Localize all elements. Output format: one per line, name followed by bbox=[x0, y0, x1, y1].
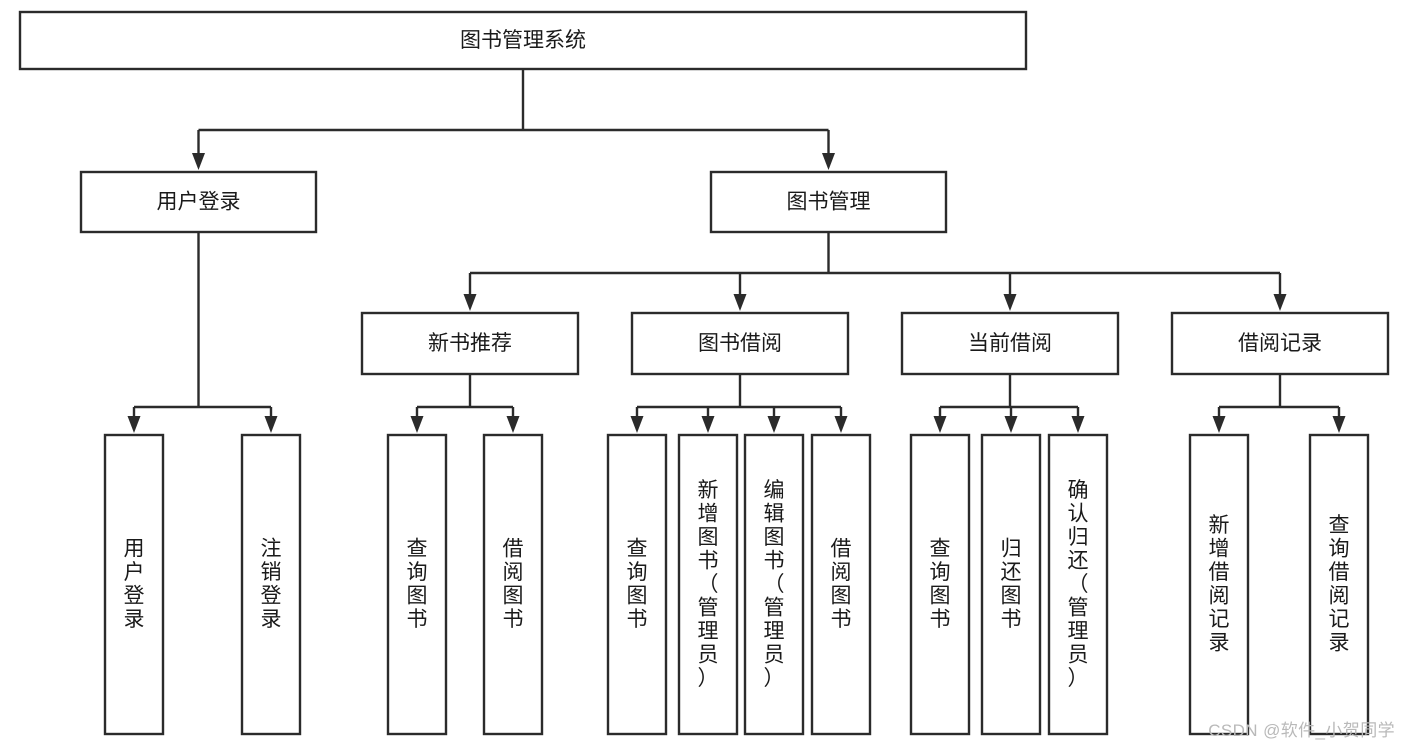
leaf-leaf-borrow-book-2-label: 借阅图书 bbox=[831, 538, 852, 632]
arrow-head-icon bbox=[1003, 294, 1017, 311]
node-book-borrow[interactable]: 图书借阅 bbox=[630, 311, 850, 376]
arrow-head-icon bbox=[834, 416, 848, 433]
leaf-leaf-borrow-book-2[interactable]: 借阅图书 bbox=[810, 433, 872, 736]
arrow-head-icon bbox=[733, 294, 747, 311]
node-borrow-record-rect bbox=[1170, 311, 1390, 376]
leaf-leaf-user-logout-rect bbox=[240, 433, 302, 736]
leaf-leaf-return-book-rect bbox=[980, 433, 1042, 736]
arrow-head-icon bbox=[1273, 294, 1287, 311]
leaf-leaf-query-book-2-label: 查询图书 bbox=[627, 538, 648, 632]
leaf-leaf-edit-book-label: 编辑图书（管理员） bbox=[764, 479, 785, 690]
node-book-management-label: 图书管理 bbox=[787, 191, 871, 214]
leaf-leaf-query-book-3[interactable]: 查询图书 bbox=[909, 433, 971, 736]
arrow-head-icon bbox=[933, 416, 947, 433]
arrow-head-icon bbox=[410, 416, 424, 433]
arrow-head-icon bbox=[767, 416, 781, 433]
arrow-head-icon bbox=[701, 416, 715, 433]
node-current-borrow[interactable]: 当前借阅 bbox=[900, 311, 1120, 376]
leaf-leaf-add-book-label: 新增图书（管理员） bbox=[698, 479, 719, 690]
node-borrow-record[interactable]: 借阅记录 bbox=[1170, 311, 1390, 376]
leaf-leaf-user-login[interactable]: 用户登录 bbox=[103, 433, 165, 736]
leaf-leaf-borrow-book-1[interactable]: 借阅图书 bbox=[482, 433, 544, 736]
leaf-leaf-add-book-rect bbox=[677, 433, 739, 736]
leaf-leaf-query-book-2[interactable]: 查询图书 bbox=[606, 433, 668, 736]
arrow-head-icon bbox=[264, 416, 278, 433]
node-new-book-recommend-label: 新书推荐 bbox=[428, 332, 512, 355]
leaf-leaf-user-login-label: 用户登录 bbox=[124, 538, 145, 632]
leaf-leaf-return-book[interactable]: 归还图书 bbox=[980, 433, 1042, 736]
leaf-leaf-query-book-2-rect bbox=[606, 433, 668, 736]
leaf-leaf-confirm-return[interactable]: 确认归还（管理员） bbox=[1047, 433, 1109, 736]
node-root-label: 图书管理系统 bbox=[460, 29, 586, 52]
leaf-leaf-borrow-book-2-rect bbox=[810, 433, 872, 736]
leaf-leaf-confirm-return-label: 确认归还（管理员） bbox=[1068, 479, 1089, 690]
leaf-leaf-add-record-rect bbox=[1188, 433, 1250, 736]
connector-layer bbox=[127, 69, 1346, 433]
arrow-head-icon bbox=[463, 294, 477, 311]
leaf-leaf-query-record[interactable]: 查询借阅记录 bbox=[1308, 433, 1370, 736]
leaf-leaf-query-book-1-rect bbox=[386, 433, 448, 736]
node-new-book-recommend-rect bbox=[360, 311, 580, 376]
leaf-leaf-borrow-book-1-label: 借阅图书 bbox=[503, 538, 524, 632]
node-book-management[interactable]: 图书管理 bbox=[709, 170, 948, 234]
arrow-head-icon bbox=[1212, 416, 1226, 433]
leaf-leaf-query-book-3-label: 查询图书 bbox=[930, 538, 951, 632]
arrow-head-icon bbox=[630, 416, 644, 433]
node-borrow-record-label: 借阅记录 bbox=[1238, 332, 1322, 355]
node-user-login-label: 用户登录 bbox=[157, 191, 241, 214]
arrow-head-icon bbox=[127, 416, 141, 433]
leaf-leaf-query-book-3-rect bbox=[909, 433, 971, 736]
node-book-borrow-rect bbox=[630, 311, 850, 376]
watermark-text: CSDN @软件_小贺同学 bbox=[1208, 721, 1395, 740]
node-book-borrow-label: 图书借阅 bbox=[698, 332, 782, 355]
leaf-leaf-user-logout-label: 注销登录 bbox=[261, 538, 282, 632]
leaf-leaf-edit-book-rect bbox=[743, 433, 805, 736]
node-root[interactable]: 图书管理系统 bbox=[18, 10, 1028, 71]
leaf-leaf-query-record-rect bbox=[1308, 433, 1370, 736]
node-layer: 图书管理系统用户登录图书管理新书推荐图书借阅当前借阅借阅记录用户登录注销登录查询… bbox=[18, 10, 1390, 736]
node-current-borrow-label: 当前借阅 bbox=[968, 332, 1052, 355]
node-user-login[interactable]: 用户登录 bbox=[79, 170, 318, 234]
arrow-head-icon bbox=[192, 153, 205, 170]
leaf-leaf-add-book[interactable]: 新增图书（管理员） bbox=[677, 433, 739, 736]
arrow-head-icon bbox=[822, 153, 835, 170]
leaf-leaf-add-record[interactable]: 新增借阅记录 bbox=[1188, 433, 1250, 736]
leaf-leaf-query-book-1-label: 查询图书 bbox=[407, 538, 428, 632]
leaf-leaf-confirm-return-rect bbox=[1047, 433, 1109, 736]
leaf-leaf-return-book-label: 归还图书 bbox=[1001, 538, 1022, 632]
leaf-leaf-user-logout[interactable]: 注销登录 bbox=[240, 433, 302, 736]
node-user-login-rect bbox=[79, 170, 318, 234]
leaf-leaf-edit-book[interactable]: 编辑图书（管理员） bbox=[743, 433, 805, 736]
arrow-head-icon bbox=[506, 416, 520, 433]
node-book-management-rect bbox=[709, 170, 948, 234]
leaf-leaf-user-login-rect bbox=[103, 433, 165, 736]
arrow-head-icon bbox=[1071, 416, 1085, 433]
node-current-borrow-rect bbox=[900, 311, 1120, 376]
node-new-book-recommend[interactable]: 新书推荐 bbox=[360, 311, 580, 376]
arrow-head-icon bbox=[1004, 416, 1018, 433]
arrow-head-icon bbox=[1332, 416, 1346, 433]
leaf-leaf-add-record-label: 新增借阅记录 bbox=[1209, 514, 1230, 655]
leaf-leaf-query-record-label: 查询借阅记录 bbox=[1329, 514, 1350, 655]
node-root-rect bbox=[18, 10, 1028, 71]
leaf-leaf-borrow-book-1-rect bbox=[482, 433, 544, 736]
leaf-leaf-query-book-1[interactable]: 查询图书 bbox=[386, 433, 448, 736]
